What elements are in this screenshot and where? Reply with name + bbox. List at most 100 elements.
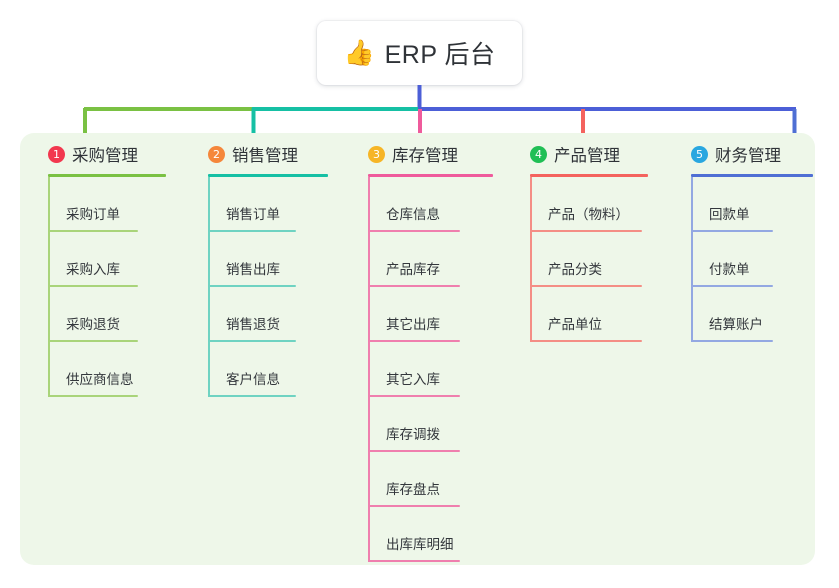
column-items: 产品（物料） 产品分类产品单位 [512, 177, 664, 342]
column-1: 1 采购管理采购订单采购入库采购退货供应商信息 [30, 141, 180, 397]
list-item-rule [208, 340, 296, 342]
list-item-label: 采购入库 [66, 262, 120, 277]
list-item[interactable]: 库存盘点 [350, 452, 502, 507]
list-item-label: 结算账户 [709, 317, 763, 332]
list-item[interactable]: 销售出库 [190, 232, 338, 287]
list-item[interactable]: 客户信息 [190, 342, 338, 397]
list-item-rule [691, 285, 773, 287]
column-title: 采购管理 [72, 147, 138, 165]
list-item-rule [368, 395, 460, 397]
list-item-rule [691, 230, 773, 232]
list-item[interactable]: 销售退货 [190, 287, 338, 342]
list-item-rule [530, 285, 642, 287]
column-header-rule [691, 174, 813, 177]
number-badge-icon: 2 [208, 145, 225, 163]
list-item[interactable]: 结算账户 [673, 287, 813, 342]
list-item[interactable]: 采购订单 [30, 177, 180, 232]
list-item[interactable]: 出库库明细 [350, 507, 502, 562]
column-title: 产品管理 [554, 147, 620, 165]
column-4: 4 产品管理产品（物料） 产品分类产品单位 [512, 141, 664, 342]
list-item-label: 销售退货 [226, 317, 280, 332]
column-items: 回款单付款单结算账户 [673, 177, 813, 342]
list-item-label: 采购退货 [66, 317, 120, 332]
list-item-label: 产品库存 [386, 262, 440, 277]
column-3: 3 库存管理仓库信息产品库存其它出库其它入库库存调拨库存盘点出库库明细 [350, 141, 502, 562]
list-item[interactable]: 仓库信息 [350, 177, 502, 232]
list-item-rule [368, 505, 460, 507]
list-item-label: 回款单 [709, 207, 750, 222]
column-header-2[interactable]: 2 销售管理 [190, 141, 338, 167]
column-title: 财务管理 [715, 147, 781, 165]
column-2: 2 销售管理销售订单销售出库销售退货客户信息 [190, 141, 338, 397]
list-item[interactable]: 其它入库 [350, 342, 502, 397]
column-items: 采购订单采购入库采购退货供应商信息 [30, 177, 180, 397]
list-item[interactable]: 产品分类 [512, 232, 664, 287]
list-item[interactable]: 库存调拨 [350, 397, 502, 452]
list-item-rule [48, 340, 138, 342]
list-item-rule [368, 285, 460, 287]
list-item-rule [48, 230, 138, 232]
number-badge-icon: 3 [368, 145, 385, 163]
list-item[interactable]: 产品库存 [350, 232, 502, 287]
column-header-rule [530, 174, 648, 177]
list-item-label: 仓库信息 [386, 207, 440, 222]
list-item-label: 供应商信息 [66, 372, 134, 387]
root-title-card: 👍 ERP 后台 [317, 21, 522, 85]
column-items: 销售订单销售出库销售退货客户信息 [190, 177, 338, 397]
column-header-4[interactable]: 4 产品管理 [512, 141, 664, 167]
list-item[interactable]: 供应商信息 [30, 342, 180, 397]
list-item[interactable]: 采购入库 [30, 232, 180, 287]
number-badge-icon: 1 [48, 145, 65, 163]
list-item-rule [530, 230, 642, 232]
list-item-label: 库存调拨 [386, 427, 440, 442]
column-spine-line [691, 177, 693, 342]
column-title: 库存管理 [392, 147, 458, 165]
list-item-label: 客户信息 [226, 372, 280, 387]
list-item-label: 销售订单 [226, 207, 280, 222]
column-5: 5 财务管理回款单付款单结算账户 [673, 141, 813, 342]
column-spine-line [48, 177, 50, 397]
list-item-rule [368, 560, 460, 562]
column-header-rule [48, 174, 166, 177]
list-item-rule [48, 285, 138, 287]
list-item-rule [48, 395, 138, 397]
column-header-rule [368, 174, 493, 177]
list-item[interactable]: 付款单 [673, 232, 813, 287]
list-item-rule [208, 395, 296, 397]
column-title: 销售管理 [232, 147, 298, 165]
number-badge-icon: 5 [691, 145, 708, 163]
column-items: 仓库信息产品库存其它出库其它入库库存调拨库存盘点出库库明细 [350, 177, 502, 562]
list-item-label: 销售出库 [226, 262, 280, 277]
list-item-rule [208, 285, 296, 287]
column-spine-line [208, 177, 210, 397]
column-header-1[interactable]: 1 采购管理 [30, 141, 180, 167]
list-item-label: 出库库明细 [386, 537, 454, 552]
column-spine-line [530, 177, 532, 342]
list-item-rule [530, 340, 642, 342]
list-item-rule [208, 230, 296, 232]
list-item[interactable]: 回款单 [673, 177, 813, 232]
list-item[interactable]: 其它出库 [350, 287, 502, 342]
list-item-label: 付款单 [709, 262, 750, 277]
page-title: ERP 后台 [384, 41, 496, 69]
list-item-label: 产品单位 [548, 317, 602, 332]
list-item-rule [368, 340, 460, 342]
column-header-rule [208, 174, 328, 177]
number-badge-icon: 4 [530, 145, 547, 163]
list-item-label: 采购订单 [66, 207, 120, 222]
column-spine-line [368, 177, 370, 562]
column-header-5[interactable]: 5 财务管理 [673, 141, 813, 167]
thumbs-up-icon: 👍 [343, 38, 375, 67]
list-item-label: 库存盘点 [386, 482, 440, 497]
list-item[interactable]: 销售订单 [190, 177, 338, 232]
list-item-label: 产品分类 [548, 262, 602, 277]
mindmap-panel [20, 133, 815, 565]
column-header-3[interactable]: 3 库存管理 [350, 141, 502, 167]
list-item[interactable]: 采购退货 [30, 287, 180, 342]
list-item[interactable]: 产品单位 [512, 287, 664, 342]
list-item-rule [368, 230, 460, 232]
list-item-label: 产品（物料） [548, 207, 629, 222]
list-item-label: 其它入库 [386, 372, 440, 387]
list-item-rule [368, 450, 460, 452]
list-item[interactable]: 产品（物料） [512, 177, 664, 232]
